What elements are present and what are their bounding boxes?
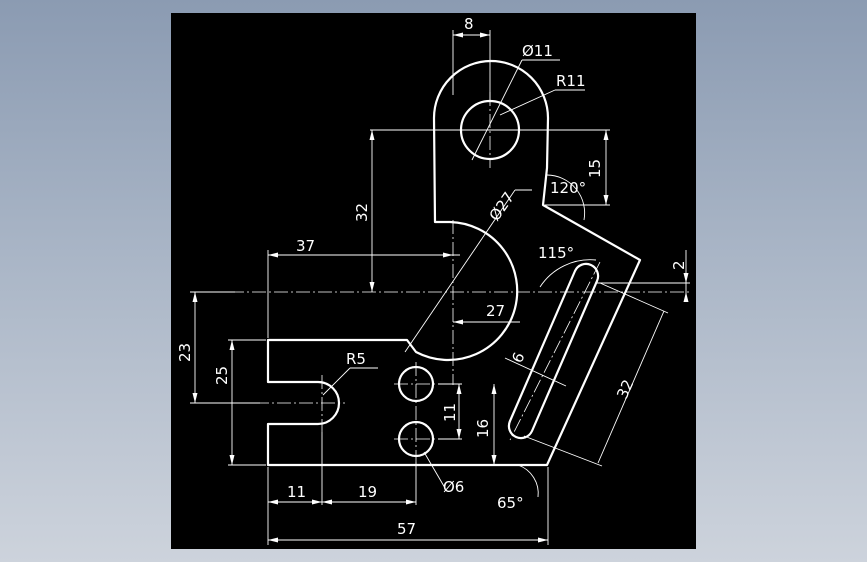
dim-offset-27: 27 — [486, 302, 505, 320]
dim-angle-120: 120° — [550, 179, 586, 197]
dim-overall-width: 57 — [397, 520, 416, 538]
dim-slot-width: 6 — [508, 350, 528, 366]
inclined-slot — [507, 262, 600, 440]
dim-width-19: 19 — [358, 483, 377, 501]
dimension-lines — [192, 32, 689, 543]
dim-offset-37: 37 — [296, 237, 315, 255]
dim-top-width: 8 — [464, 15, 474, 33]
dim-top-hole-diameter: Ø11 — [522, 42, 553, 60]
dim-arc-diameter: Ø27 — [486, 189, 518, 225]
dim-angle-65: 65° — [497, 494, 524, 512]
dim-offset-2: 2 — [670, 260, 688, 270]
dim-height-16: 16 — [474, 419, 492, 438]
dim-top-radius: R11 — [556, 72, 586, 90]
dim-small-hole-diameter: Ø6 — [443, 478, 464, 496]
dim-width-11: 11 — [287, 483, 306, 501]
dim-height-25: 25 — [213, 366, 231, 385]
dim-hole-spacing: 11 — [441, 403, 459, 422]
center-lines — [230, 92, 690, 462]
drawing-viewport[interactable]: 8 Ø11 R11 15 120° 32 Ø27 37 115° 2 27 6 … — [171, 13, 696, 549]
dim-height-15: 15 — [586, 159, 604, 178]
dim-height-23: 23 — [176, 343, 194, 362]
dim-height-32: 32 — [353, 203, 371, 222]
dim-slot-radius: R5 — [346, 350, 366, 368]
dimension-texts: 8 Ø11 R11 15 120° 32 Ø27 37 115° 2 27 6 … — [176, 15, 688, 538]
cad-drawing: 8 Ø11 R11 15 120° 32 Ø27 37 115° 2 27 6 … — [176, 15, 690, 545]
dim-angle-115: 115° — [538, 244, 574, 262]
part-outline — [266, 59, 642, 467]
extension-lines — [190, 30, 690, 545]
